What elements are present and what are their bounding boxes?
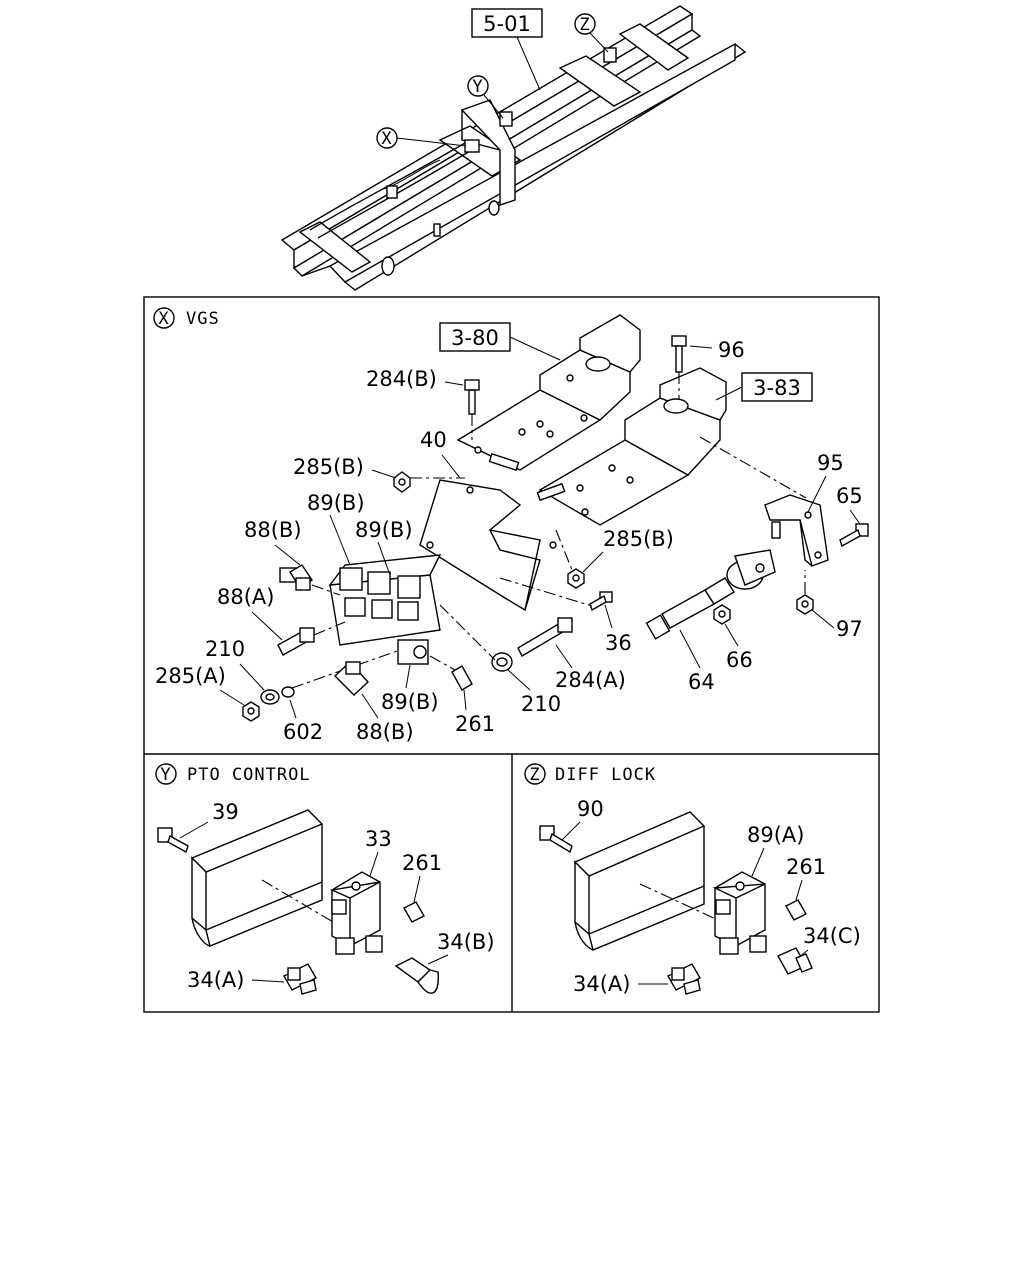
panel-y-pto-control: Y PTO CONTROL 39 33: [155, 763, 495, 995]
panel-x-letter: X: [158, 309, 169, 329]
bracket-95: [764, 494, 829, 567]
valve-89a: [712, 871, 767, 955]
label-210-center: 210: [521, 692, 561, 716]
label-64: 64: [688, 670, 715, 694]
valve-33: [329, 871, 383, 955]
label-65: 65: [836, 484, 863, 508]
bolt-65: [839, 523, 869, 548]
panel-y-callout-circle: [155, 763, 177, 785]
label-210-left: 210: [205, 637, 245, 661]
spacer-210-center: [491, 652, 513, 672]
connector-64: [645, 549, 776, 640]
nut-285a: [242, 701, 260, 722]
label-284a: 284(A): [555, 668, 626, 692]
label-33: 33: [365, 827, 392, 851]
bracket-3-83: [536, 367, 727, 526]
label-97: 97: [836, 617, 863, 641]
bolt-90: [539, 825, 573, 854]
fitting-88b-lower: [333, 661, 369, 696]
nut-285b-lower: [567, 568, 585, 589]
ref-box-5-01: [471, 8, 543, 38]
spacer-210-left: [260, 689, 280, 705]
callout-y: Y: [472, 77, 483, 97]
panel-z-letter: Z: [529, 765, 540, 785]
label-66: 66: [726, 648, 753, 672]
fitting-88b-upper: [279, 564, 313, 591]
label-285b-upper: 285(B): [293, 455, 364, 479]
panel-z-callout-circle: [524, 763, 546, 785]
label-88b-upper: 88(B): [244, 518, 302, 542]
fitting-34c: [777, 947, 813, 975]
label-89b-lower: 89(B): [381, 690, 439, 714]
callout-y-circle: [467, 75, 489, 97]
plug-261: [451, 665, 473, 691]
callout-z: Z: [579, 15, 590, 35]
callout-x: X: [381, 129, 392, 149]
bolt-284b: [464, 379, 480, 415]
callout-z-circle: [574, 13, 596, 35]
label-89b-mid: 89(B): [355, 518, 413, 542]
bracket-40: [419, 479, 557, 612]
label-89b-upper: 89(B): [307, 491, 365, 515]
label-284b: 284(B): [366, 367, 437, 391]
tee-34a-z: [667, 963, 701, 995]
bracket-3-80: [456, 314, 641, 472]
label-89a: 89(A): [747, 823, 804, 847]
rail-y: [190, 809, 324, 947]
label-88b-lower: 88(B): [356, 720, 414, 744]
plug-261-z: [785, 899, 807, 921]
panel-y-title: PTO CONTROL: [187, 765, 311, 785]
ref-5-01: 5-01: [483, 12, 531, 36]
label-90: 90: [577, 797, 604, 821]
bolt-96: [671, 335, 687, 373]
label-34c: 34(C): [803, 924, 861, 948]
ref-3-83: 3-83: [753, 376, 801, 400]
nut-66: [713, 604, 731, 625]
label-34a-y: 34(A): [187, 968, 244, 992]
label-261-y: 261: [402, 851, 442, 875]
bolt-36: [589, 591, 613, 612]
label-36: 36: [605, 631, 632, 655]
label-602: 602: [283, 720, 323, 744]
solenoid-valve-block: [328, 554, 442, 665]
label-96: 96: [718, 338, 745, 362]
panel-x-vgs: X VGS 3-80 3-83: [153, 307, 869, 744]
bolt-284a: [517, 617, 573, 657]
nut-97: [796, 594, 814, 615]
elbow-34b: [394, 957, 439, 994]
label-95: 95: [817, 451, 844, 475]
rail-z: [573, 811, 706, 951]
label-39: 39: [212, 800, 239, 824]
panel-x-callout-circle: [153, 307, 175, 329]
label-88a: 88(A): [217, 585, 274, 609]
label-285a: 285(A): [155, 664, 226, 688]
label-261-z: 261: [786, 855, 826, 879]
panel-y-letter: Y: [160, 765, 171, 785]
ref-3-80: 3-80: [451, 326, 499, 350]
fitting-88a: [277, 627, 315, 656]
panel-z-title: DIFF LOCK: [555, 765, 656, 785]
tee-34a-y: [283, 963, 317, 995]
panel-z-diff-lock: Z DIFF LOCK 90 89(A): [524, 763, 861, 996]
label-261-x: 261: [455, 712, 495, 736]
o-ring-602: [281, 686, 295, 698]
nut-285b-upper: [393, 471, 411, 493]
panel-x-title: VGS: [186, 309, 220, 329]
bolt-39: [157, 827, 189, 854]
label-34a-z: 34(A): [573, 972, 630, 996]
label-34b: 34(B): [437, 930, 495, 954]
label-40: 40: [420, 428, 447, 452]
chassis-frame-illustration: [280, 5, 747, 291]
label-285b-lower: 285(B): [603, 527, 674, 551]
plug-261-y: [403, 901, 425, 923]
